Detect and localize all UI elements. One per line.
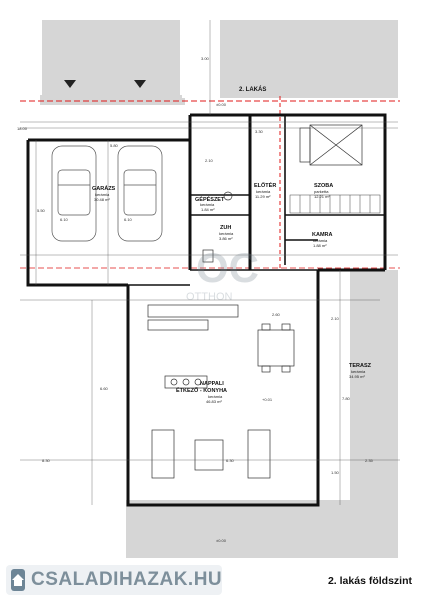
dim-label: 5.80 [110,143,119,148]
car-right [117,145,163,242]
site-logo: CSALADIHAZAK.HU [6,565,222,595]
living-area: 46.83 m² [206,399,222,404]
bathroom-fixtures [202,191,233,263]
level-top: ±0.00 [216,102,227,107]
dim-label: 6.60 [100,386,109,391]
car-left [51,145,97,242]
storeroom-area: 1.88 m² [313,243,327,248]
hallway-label: ELŐTÉR [254,181,276,189]
dim-label: 6.10 [60,217,69,222]
hallway-floor: kerámia [256,189,271,194]
driveway-area [42,20,180,95]
garage-area: 30.48 m² [94,197,110,202]
entry-arrow [64,80,76,88]
living-floor: kerámia [208,394,223,399]
storeroom-floor: kerámia [313,238,328,243]
dining-table [257,323,295,373]
level-bottom: ±0.00 [216,538,227,543]
kitchen-counter [147,304,239,389]
unit-label: 2. LAKÁS [239,86,266,93]
terrace-label: TERASZ [349,363,372,369]
watermark: OC OTTHON [186,244,259,303]
floor-plan: OC OTTHON GARÁZS kerámia 30.48 m² ELŐTÉR… [17,20,400,558]
dim-label: 7.80 [342,396,351,401]
garage-label: GARÁZS [92,185,116,192]
bed [299,124,363,166]
living-label: NAPPALI [200,381,224,387]
dim-label: 8.30 [42,458,51,463]
bedroom-label: SZOBA [314,183,333,189]
entry-arrow [134,80,146,88]
dim-label: 2.10 [205,158,214,163]
dim-label: 18.00 [17,126,28,131]
inner-walls [128,115,385,286]
plantroom-area: 1.84 m² [201,207,215,212]
dim-label: 6.10 [124,217,133,222]
bedroom-area: 12.21 m² [314,194,330,199]
neighbor-area [220,20,398,98]
sofa-set [151,429,271,479]
watermark-text: OTTHON [186,291,232,303]
dim-label: 3.00 [201,56,210,61]
side-path [182,20,218,98]
dim-label: 2.35 [365,458,374,463]
svg-text:OC: OC [196,244,259,291]
stairs [289,194,381,214]
bath-label: ZUH [220,225,231,231]
level-hall: +0.01 [262,397,273,402]
logo-text: CSALADIHAZAK.HU [31,569,223,590]
garden-area-right [350,270,398,505]
garden-area-bottom [126,500,398,558]
dimension-lines [20,20,400,505]
bath-floor: kerámia [219,231,234,236]
house-icon [11,569,25,591]
dim-label: 2.60 [272,312,281,317]
terrace-floor: kerámia [351,369,366,374]
dim-label: 3.30 [255,129,264,134]
bath-area: 3.86 m² [219,236,233,241]
terrace-area: 34.95 m² [349,374,365,379]
plan-caption: 2. lakás földszint [327,575,412,587]
storeroom-label: KAMRA [312,232,332,238]
dim-label: 2.10 [331,316,340,321]
dim-label: 6.30 [226,458,235,463]
dim-label: 1.50 [331,470,340,475]
plantroom-label: GÉPÉSZET [195,195,225,203]
dim-label: 5.50 [37,208,46,213]
plantroom-floor: kerámia [200,202,215,207]
hallway-area: 11.29 m² [255,194,271,199]
garage-floor: kerámia [95,192,110,197]
parking-strip [40,95,185,105]
walls [26,113,387,507]
bedroom-floor: parketta [314,189,329,194]
living-label-2: ÉTKEZŐ - KONYHA [176,386,227,394]
